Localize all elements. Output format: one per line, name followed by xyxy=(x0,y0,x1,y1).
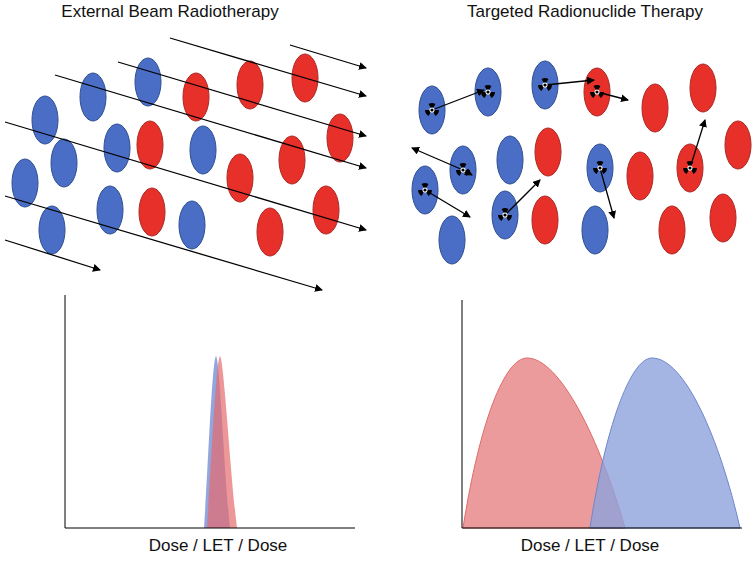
panel-heading: Targeted Radionuclide Therapy xyxy=(467,2,703,22)
cells-right xyxy=(412,61,751,264)
cells-left xyxy=(12,54,353,256)
radiation-symbols xyxy=(417,78,697,221)
axis-label: Dose / LET / Dose xyxy=(149,536,288,556)
axis-label: Dose / LET / Dose xyxy=(521,536,660,556)
panel-heading: External Beam Radiotherapy xyxy=(61,2,278,22)
dose-chart-left xyxy=(65,295,355,528)
beam-arrows xyxy=(5,38,366,290)
dose-chart-right xyxy=(462,300,742,528)
decay-arrows xyxy=(412,80,705,218)
